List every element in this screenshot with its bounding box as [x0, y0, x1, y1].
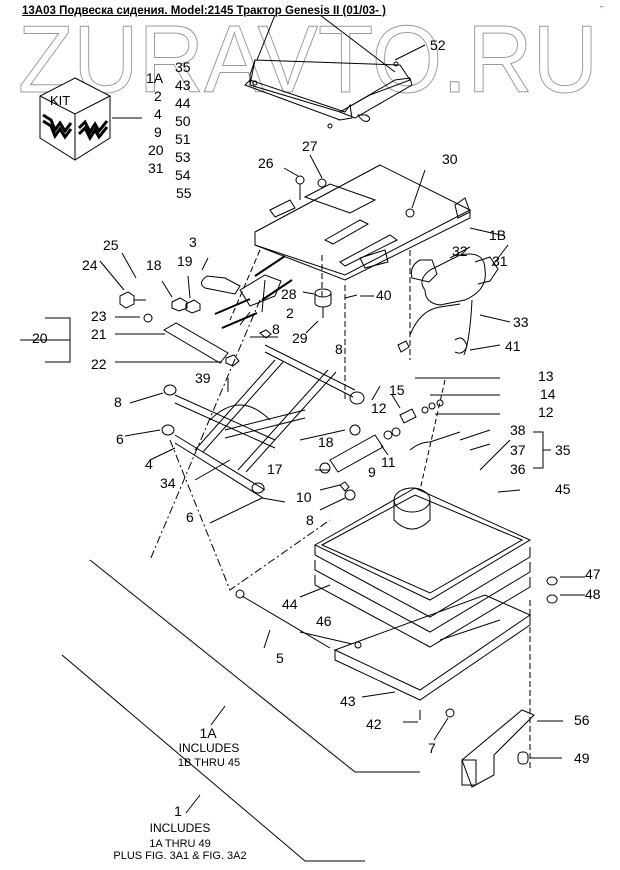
kit-item[interactable]: 2	[154, 88, 162, 104]
callout-45[interactable]: 45	[555, 481, 571, 497]
kit-item[interactable]: 35	[175, 59, 191, 75]
callout-34[interactable]: 34	[160, 475, 176, 491]
kit-item[interactable]: 9	[154, 124, 162, 140]
callout-13[interactable]: 13	[538, 368, 554, 384]
callout-24[interactable]: 24	[82, 257, 98, 273]
callout-30[interactable]: 30	[442, 151, 458, 167]
part-1B-upper-plate	[229, 154, 506, 400]
callout-18[interactable]: 18	[146, 257, 162, 273]
callout-32[interactable]: 32	[452, 243, 468, 259]
note-1A-includes: INCLUDES	[178, 741, 240, 755]
kit-item[interactable]: 20	[148, 142, 164, 158]
callout-6[interactable]: 6	[116, 431, 124, 447]
kit-item[interactable]: 44	[175, 95, 191, 111]
callout-26[interactable]: 26	[258, 155, 274, 171]
callout-20[interactable]: 20	[32, 330, 48, 346]
kit-item[interactable]: 51	[175, 131, 191, 147]
callout-56[interactable]: 56	[574, 712, 590, 728]
callout-37[interactable]: 37	[510, 442, 526, 458]
part-44-bellows	[299, 379, 585, 648]
kit-label: KIT	[50, 93, 71, 108]
note-1A-id[interactable]: 1A	[199, 725, 217, 741]
callout-12[interactable]: 12	[538, 404, 554, 420]
part-52-seat-pan	[244, 14, 426, 129]
callout-19[interactable]: 19	[177, 253, 193, 269]
callout-10[interactable]: 10	[296, 489, 312, 505]
callout-18[interactable]: 18	[318, 434, 334, 450]
callout-42[interactable]: 42	[366, 716, 382, 732]
callout-23[interactable]: 23	[91, 308, 107, 324]
callout-27[interactable]: 27	[302, 138, 318, 154]
kit-item[interactable]: 31	[148, 160, 164, 176]
kit-item[interactable]: 1A	[146, 70, 164, 86]
watermark-text: ZURAVTO.RU	[18, 6, 598, 110]
callout-14[interactable]: 14	[540, 386, 556, 402]
callout-35[interactable]: 35	[555, 442, 571, 458]
callout-3[interactable]: 3	[189, 234, 197, 250]
callout-52[interactable]: 52	[430, 37, 446, 53]
callout-8[interactable]: 8	[335, 341, 343, 357]
callout-8[interactable]: 8	[306, 512, 314, 528]
callout-6[interactable]: 6	[186, 509, 194, 525]
part-20-damper	[20, 252, 240, 367]
part-43-base-frame	[235, 589, 532, 770]
callout-12[interactable]: 12	[371, 400, 387, 416]
callout-7[interactable]: 7	[428, 740, 436, 756]
corner-mark: ⌐	[600, 2, 605, 11]
callout-43[interactable]: 43	[340, 693, 356, 709]
callout-49[interactable]: 49	[574, 750, 590, 766]
callout-11[interactable]: 11	[381, 454, 396, 470]
part-28-bumper	[302, 288, 374, 334]
kit-item[interactable]: 4	[154, 106, 162, 122]
watermark: ZURAVTO.RU	[18, 6, 599, 111]
callout-46[interactable]: 46	[316, 613, 332, 629]
callout-41[interactable]: 41	[505, 338, 521, 354]
part-9-cylinder	[299, 377, 551, 511]
callout-5[interactable]: 5	[276, 650, 284, 666]
callout-48[interactable]: 48	[585, 586, 601, 602]
diagram-title: 13A03 Подвеска сидения. Model:2145 Тракт…	[22, 5, 387, 17]
kit-item[interactable]: 54	[175, 167, 191, 183]
callout-39[interactable]: 39	[195, 370, 211, 386]
callout-47[interactable]: 47	[585, 566, 601, 582]
callout-17[interactable]: 17	[267, 461, 283, 477]
callout-38[interactable]: 38	[510, 422, 526, 438]
callout-28[interactable]: 28	[281, 286, 297, 302]
note-1A-range: 1B THRU 45	[177, 757, 241, 769]
kit-item[interactable]: 55	[176, 185, 192, 201]
callout-21[interactable]: 21	[91, 326, 107, 342]
callout-8[interactable]: 8	[272, 321, 280, 337]
kit-item[interactable]: 53	[175, 149, 191, 165]
callout-44[interactable]: 44	[282, 596, 298, 612]
callout-29[interactable]: 29	[292, 330, 308, 346]
callout-4[interactable]: 4	[145, 456, 153, 472]
callout-8[interactable]: 8	[114, 394, 122, 410]
kit-item[interactable]: 50	[175, 113, 191, 129]
callout-1B[interactable]: 1B	[489, 227, 507, 243]
note-1-plus-figs: PLUS FIG. 3A1 & FIG. 3A2	[113, 850, 247, 862]
callout-22[interactable]: 22	[91, 356, 107, 372]
callout-40[interactable]: 40	[376, 287, 392, 303]
part-3-lever	[201, 255, 293, 329]
callout-36[interactable]: 36	[510, 461, 526, 477]
callout-33[interactable]: 33	[513, 314, 529, 330]
kit-cube-icon	[39, 77, 142, 161]
note-1-range: 1A THRU 49	[149, 838, 211, 850]
callout-9[interactable]: 9	[368, 464, 376, 480]
note-1-id[interactable]: 1	[174, 803, 182, 819]
part-4-scissor-frame	[124, 329, 365, 524]
callout-25[interactable]: 25	[103, 237, 119, 253]
note-1-includes: INCLUDES	[149, 821, 211, 835]
callout-31[interactable]: 31	[492, 253, 508, 269]
kit-item[interactable]: 43	[175, 77, 191, 93]
assembly-leaders	[61, 299, 420, 862]
callout-15[interactable]: 15	[389, 382, 405, 398]
callout-2[interactable]: 2	[286, 305, 294, 321]
part-31-valve	[397, 244, 511, 356]
part-56-bracket	[461, 709, 563, 788]
